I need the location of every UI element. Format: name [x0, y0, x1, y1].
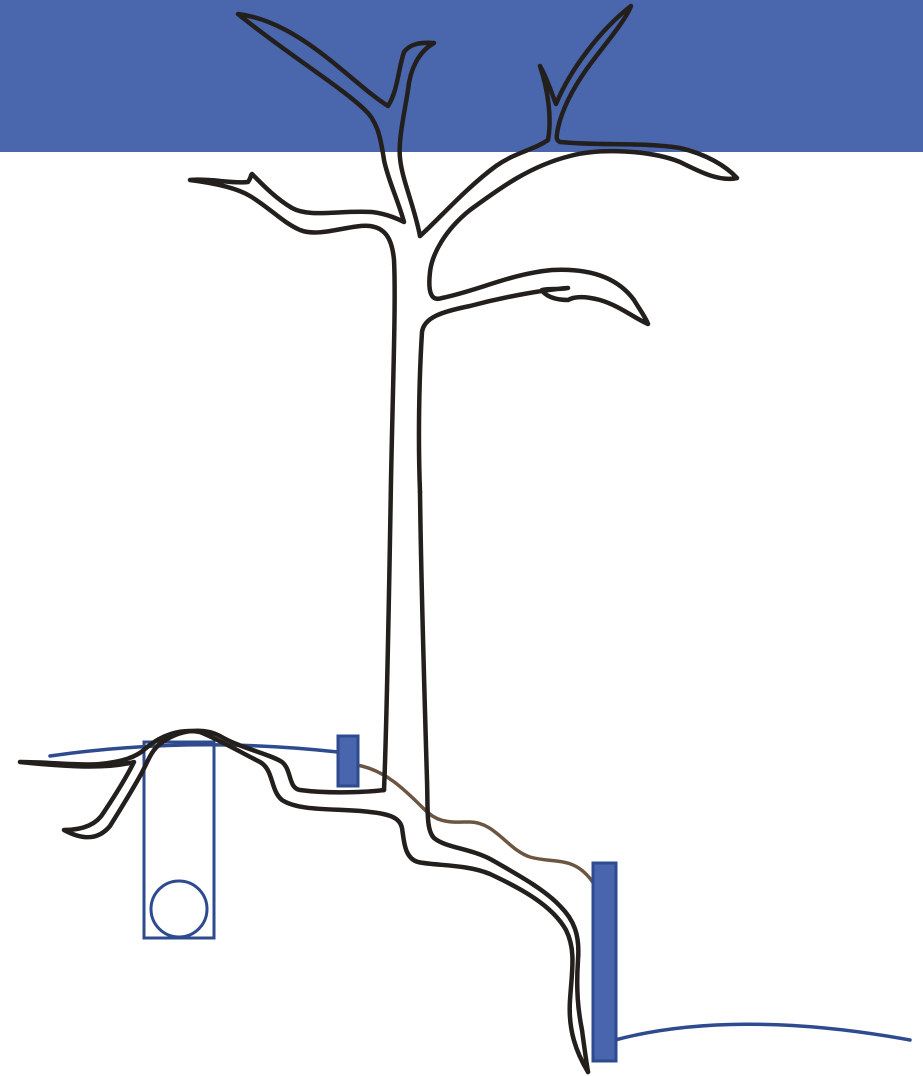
ground-line-right: [613, 1022, 912, 1042]
tree-outline-trunk-right: [417, 489, 591, 1075]
small-stake: [336, 734, 360, 788]
tree-outline-left: [187, 11, 437, 793]
ground-line-left: [48, 743, 340, 758]
sky-band: [0, 0, 923, 152]
connector-cable: [355, 763, 596, 886]
tree-root-bottom: [143, 728, 591, 1075]
pit-box: [142, 740, 216, 940]
tall-stake: [591, 861, 618, 1063]
tree-icon: [17, 3, 740, 1075]
pit-circle-icon: [149, 879, 209, 939]
tree-outline-right: [416, 3, 740, 495]
tree-root-top: [17, 728, 387, 840]
